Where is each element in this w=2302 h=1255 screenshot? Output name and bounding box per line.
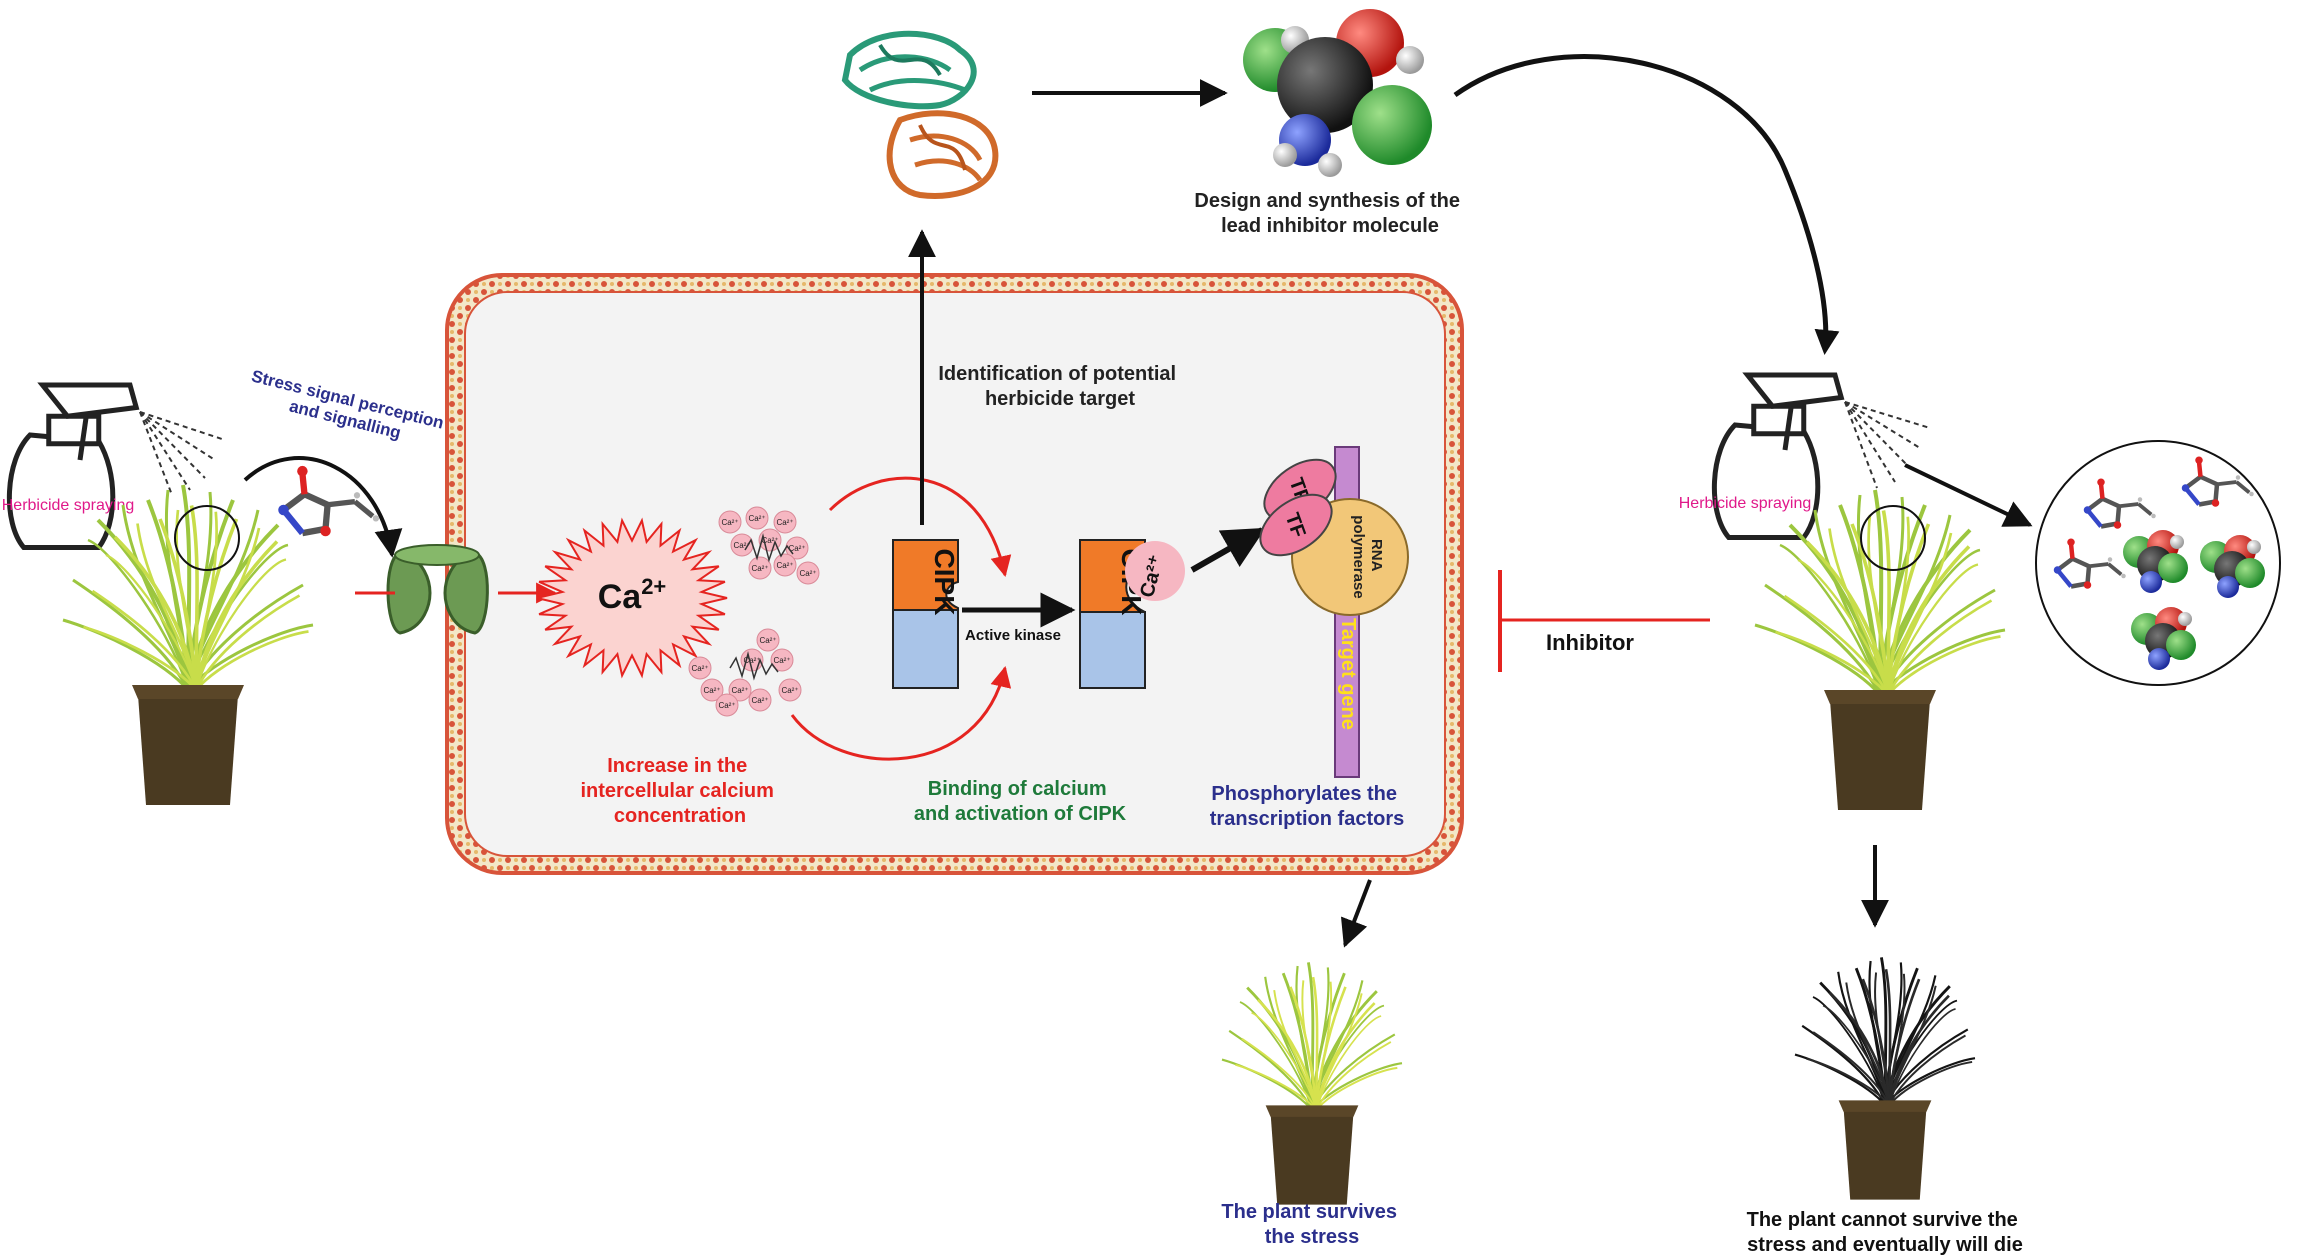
arrow-signal-perception (243, 456, 403, 558)
calcium-ion-label: Ca²⁺ (759, 636, 776, 645)
calcium-ion-label: Ca²⁺ (751, 696, 768, 705)
lead-molecule-icon (1243, 9, 1432, 177)
calcium-ion-label: Ca²⁺ (788, 544, 805, 553)
dies-label: The plant cannot survive the stress and … (1747, 1209, 2024, 1255)
cipk-label-inactive: CIPK (929, 549, 960, 616)
bound-calcium (1125, 541, 1185, 601)
survives-label: The plant survives the stress (1221, 1201, 1402, 1248)
calcium-ion-label: Ca²⁺ (731, 686, 748, 695)
arrow-cell-to-survive (1340, 879, 1372, 948)
herbicide-spraying-left: Herbicide spraying (2, 497, 135, 514)
cipk-inactive: CIPK (892, 539, 960, 689)
calcium-ion (700, 678, 724, 702)
spray-bottle-icon-left (9, 385, 136, 548)
calcium-ion-label: Ca²⁺ (743, 656, 760, 665)
calcium-ion-label: Ca²⁺ (721, 518, 738, 527)
calcium-ion (796, 561, 820, 585)
calcium-ion-label: Ca²⁺ (733, 541, 750, 550)
calcium-ion-label: Ca²⁺ (691, 664, 708, 673)
design-label: Design and synthesis of the lead inhibit… (1194, 190, 1465, 237)
arrow-molecule-to-spray (1453, 54, 1840, 355)
calcium-ions-bottom: Ca²⁺Ca²⁺Ca²⁺Ca²⁺Ca²⁺Ca²⁺Ca²⁺Ca²⁺Ca²⁺ (688, 628, 802, 717)
arrow-calcium-to-cipk-bottom (790, 665, 1012, 761)
calcium-ion-label: Ca²⁺ (799, 569, 816, 578)
calcium-ion-label: Ca²⁺ (748, 514, 765, 523)
binding-label: Binding of calcium and activation of CIP… (914, 778, 1127, 825)
calcium-ion (748, 556, 772, 580)
calcium-ion-label: Ca²⁺ (776, 518, 793, 527)
transcription-factors: TF TF (1259, 458, 1337, 557)
spray-bottle-icon-right (1714, 375, 1841, 538)
calcium-ion-label: Ca²⁺ (703, 686, 720, 695)
herbicide-spraying-right: Herbicide spraying (1679, 495, 1812, 512)
zoom-circle-left (174, 505, 240, 571)
calcium-ion (745, 506, 769, 530)
calcium-ion-label: Ca²⁺ (781, 686, 798, 695)
calcium-ion (773, 510, 797, 534)
calcium-big-label: Ca2+ (598, 574, 667, 616)
calcium-ion (770, 648, 794, 672)
calcium-ion-label: Ca²⁺ (776, 561, 793, 570)
arrow-cipk-to-tf (1190, 527, 1266, 573)
calcium-ion (688, 656, 712, 680)
rna-polymerase-label: RNA polymerase (1350, 515, 1385, 598)
target-gene-label: Target gene (1337, 618, 1359, 730)
zoom-circle-right (1860, 505, 1926, 571)
ion-channel-icon (386, 544, 489, 635)
spray-mist-right (1844, 401, 1931, 489)
calcium-ions-top: Ca²⁺ Ca²⁺ Ca²⁺ Ca²⁺ Ca²⁺ Ca²⁺ Ca²⁺ Ca²⁺ Ca²⁺ (718, 506, 820, 585)
calcium-ion (748, 688, 772, 712)
calcium-ion (718, 510, 742, 534)
inhibitor-label: Inhibitor (1546, 630, 1634, 655)
calcium-ion (715, 693, 739, 717)
increase-label: Increase in the intercellular calcium co… (581, 755, 780, 827)
calcium-ion-label: Ca²⁺ (751, 564, 768, 573)
calcium-ion (773, 553, 797, 577)
active-kinase-label: Active kinase (965, 627, 1061, 644)
calcium-ion-label: Ca²⁺ (773, 656, 790, 665)
cipk-active: CIPK Ca²⁺ (1079, 539, 1185, 689)
stress-signal-label: Stress signal perception and signalling (245, 366, 451, 453)
calcium-ion (728, 678, 752, 702)
arrow-calcium-to-cipk-top (828, 476, 1012, 578)
calcium-ion (756, 628, 780, 652)
plant-pot-icon-survives (1220, 960, 1404, 1205)
arrow-spray-to-molecules (1904, 463, 2033, 527)
calcium-burst (536, 517, 728, 679)
phospho-label: Phosphorylates the transcription factors (1210, 783, 1404, 830)
calcium-ion (778, 678, 802, 702)
calcium-ion (758, 528, 782, 552)
identification-label: Identification of potential herbicide ta… (938, 363, 1181, 410)
protein-structure-icon (841, 30, 999, 199)
calcium-ion-label: Ca²⁺ (718, 701, 735, 710)
spray-mist-left (139, 411, 226, 496)
calcium-ion-label: Ca²⁺ (761, 536, 778, 545)
calcium-wave-bottom (729, 651, 779, 681)
calcium-wave-top (744, 533, 794, 563)
plant-pot-icon-dies (1793, 955, 1977, 1200)
molecule-icon-left (278, 466, 379, 536)
